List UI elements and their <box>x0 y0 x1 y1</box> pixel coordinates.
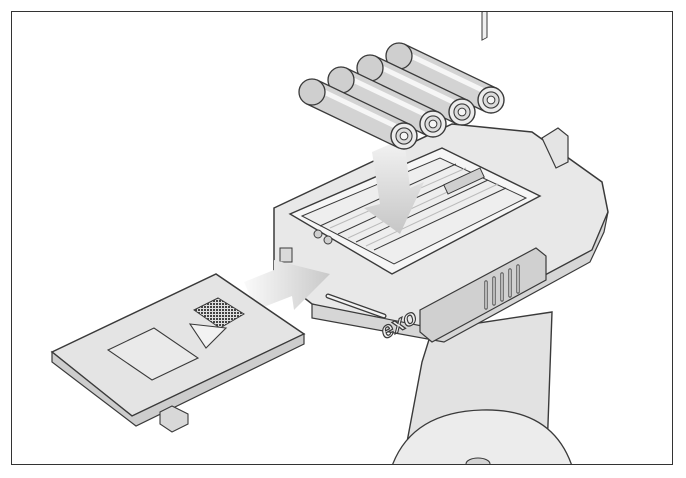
slide-cover-arrow <box>244 260 330 310</box>
cover-direction-triangle <box>188 323 228 349</box>
cover-label-recess <box>106 327 200 381</box>
transmitter-handle <box>392 311 572 464</box>
aa-battery <box>385 42 505 114</box>
cover-grip-pad <box>193 297 245 329</box>
illustration-frame: exo <box>11 11 673 465</box>
battery-installation-diagram: exo <box>50 12 609 464</box>
battery-cover <box>50 273 306 433</box>
insert-batteries-arrow <box>364 138 424 234</box>
battery-set <box>298 42 505 150</box>
aa-battery <box>298 78 418 150</box>
aa-battery <box>356 54 476 126</box>
